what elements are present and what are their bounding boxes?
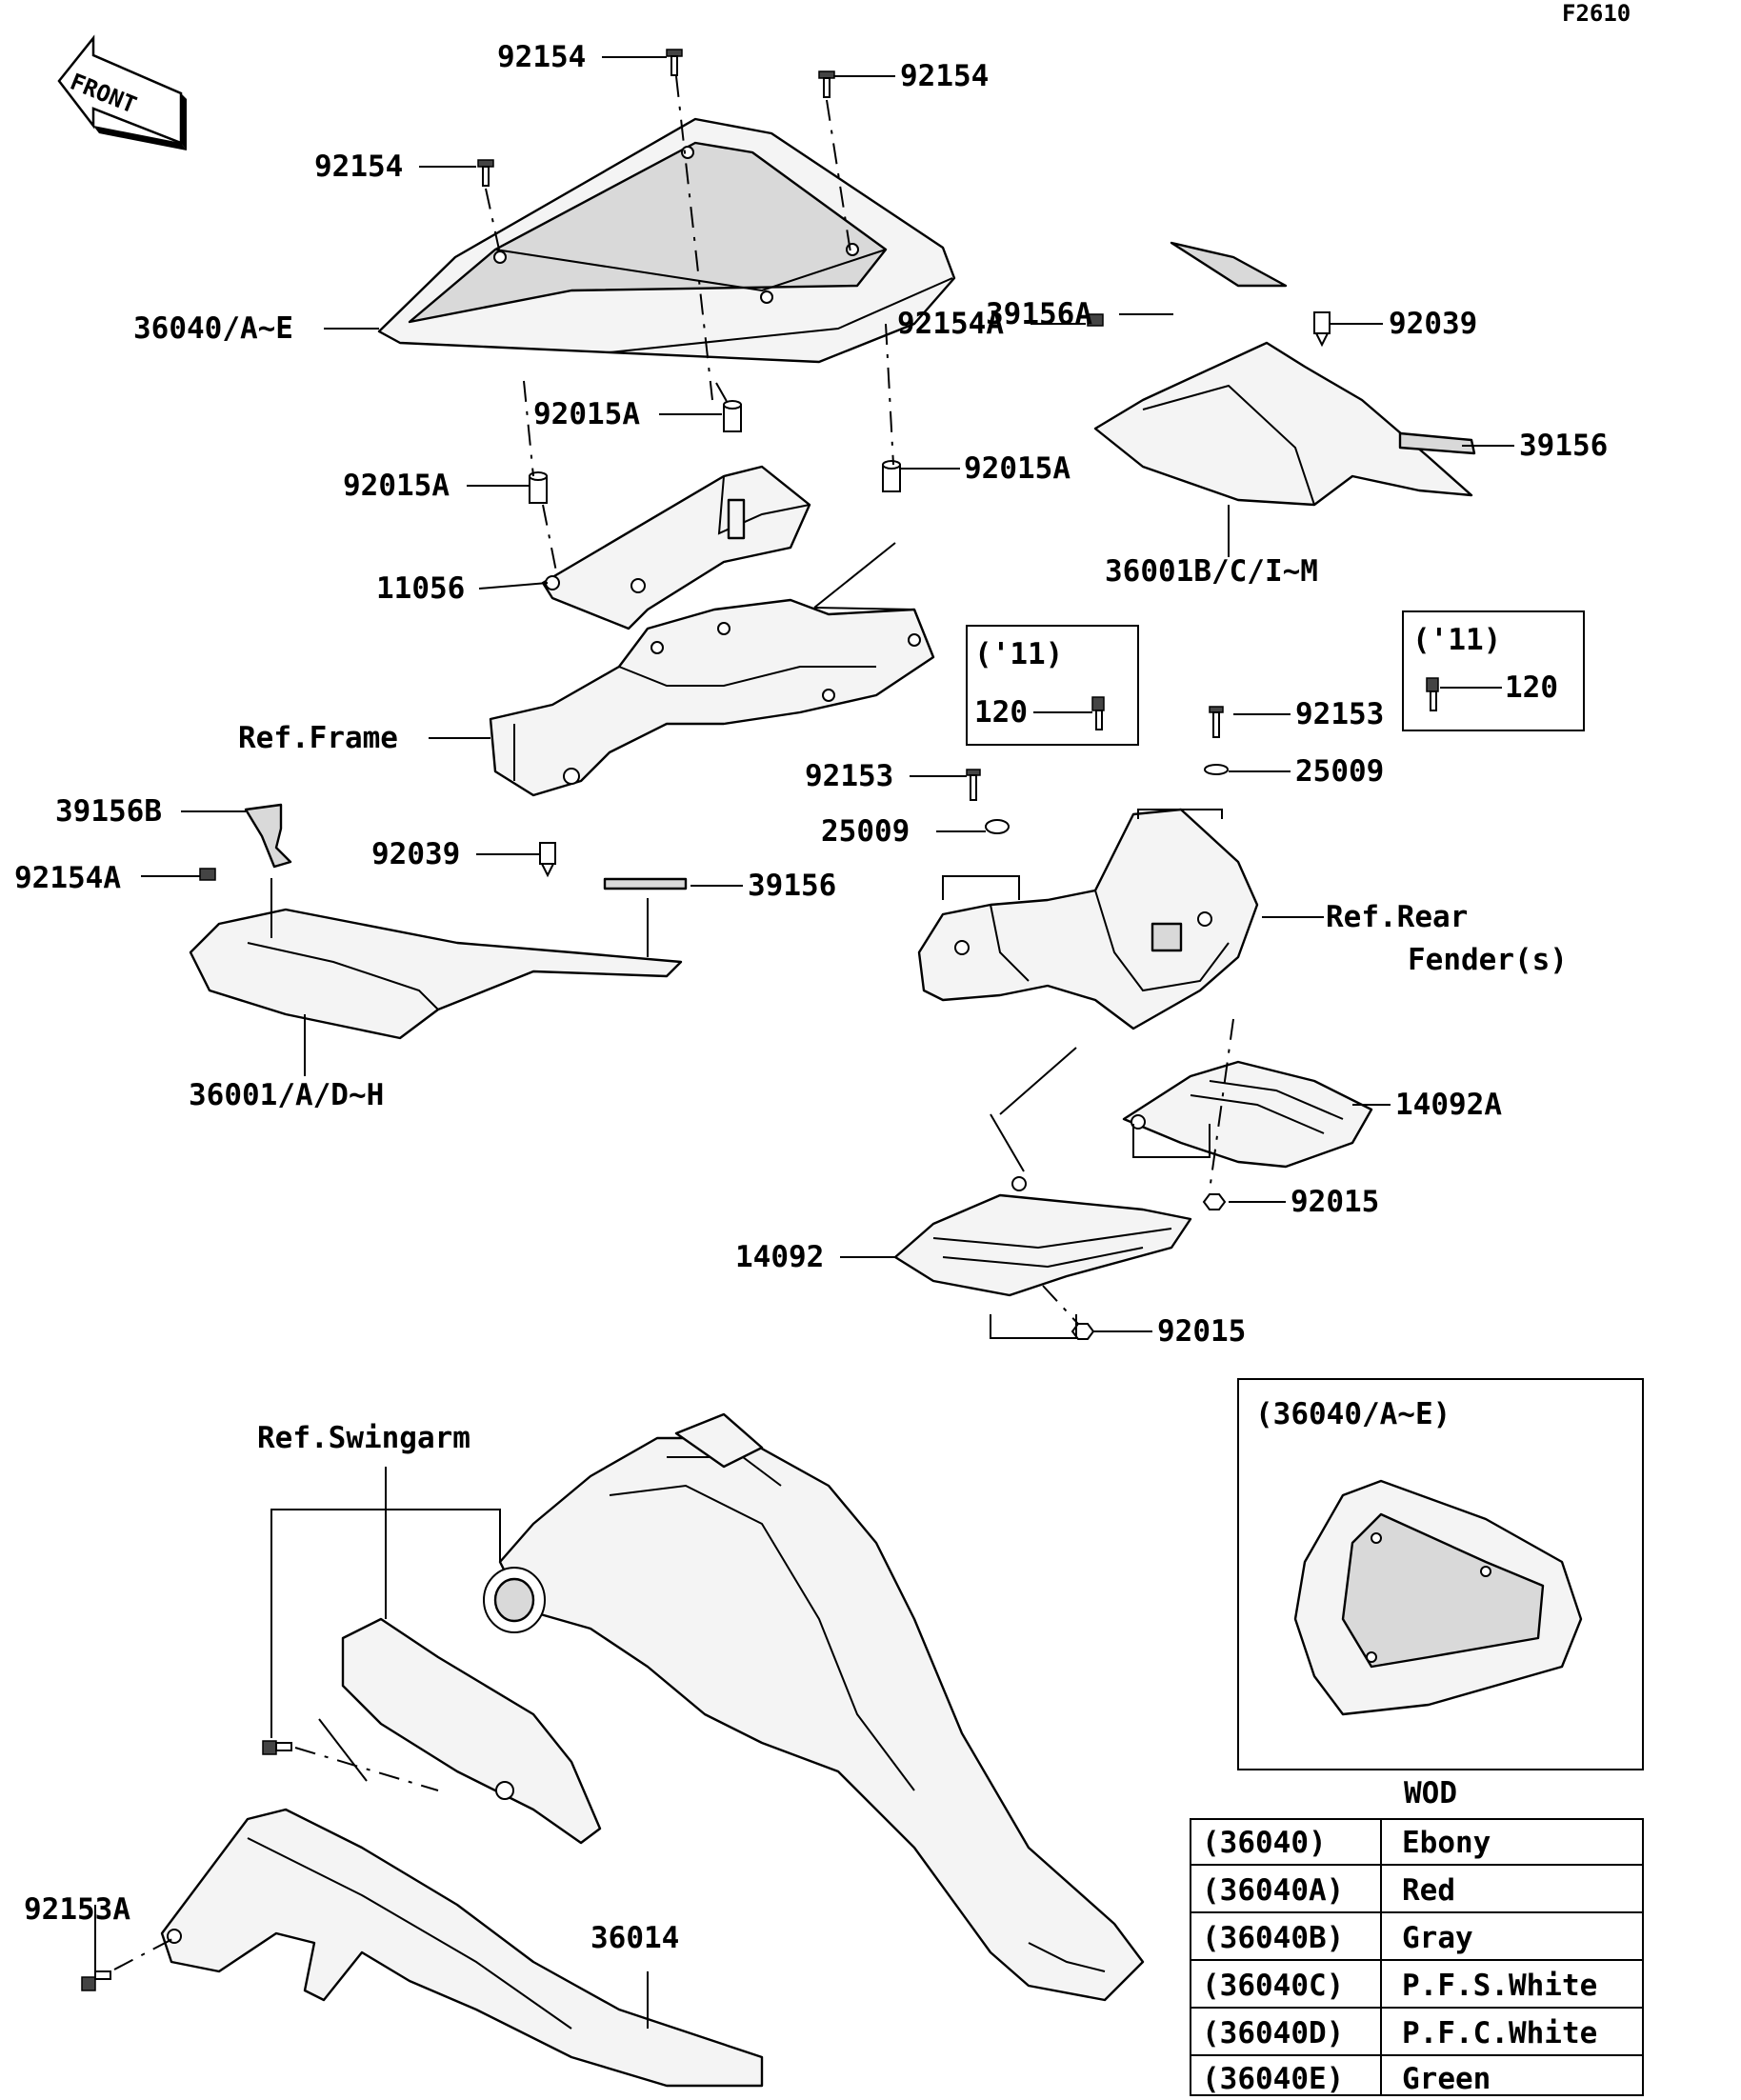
svg-text:120: 120 <box>1505 670 1558 705</box>
label-92039-left: 92039 <box>371 837 460 871</box>
rear-fender <box>917 808 1259 1030</box>
screw-icon <box>1209 706 1224 738</box>
collar-icon <box>723 400 742 432</box>
svg-text:(36040E): (36040E) <box>1202 2062 1344 2096</box>
label-ref-rear-fender-2: Fender(s) <box>1408 943 1568 977</box>
label-92154A-top: 92154A <box>897 307 1004 341</box>
svg-text:Ebony: Ebony <box>1402 1826 1491 1860</box>
label-92015A-left: 92015A <box>343 469 450 503</box>
label-92153A: 92153A <box>24 1892 130 1927</box>
screw-icon <box>1091 696 1105 730</box>
label-25009-right: 25009 <box>1295 754 1384 789</box>
label-92153-right: 92153 <box>1295 697 1384 731</box>
chain-guard <box>341 1617 602 1845</box>
side-cover-right-36001B <box>1093 241 1476 507</box>
front-arrow-icon: FRONT <box>57 34 187 150</box>
svg-text:120: 120 <box>974 695 1028 730</box>
screw-icon <box>262 1740 292 1755</box>
label-92015-upper: 92015 <box>1291 1185 1379 1219</box>
svg-text:(36040D): (36040D) <box>1202 2016 1344 2050</box>
year-box-right: ('11) 120 <box>1402 610 1585 731</box>
label-14092A: 14092A <box>1395 1088 1502 1122</box>
screw-icon <box>477 159 494 187</box>
label-36040: 36040/A~E <box>133 311 293 346</box>
cover-14092 <box>893 1176 1192 1297</box>
screw-icon <box>1426 677 1439 711</box>
label-92153-mid: 92153 <box>805 759 893 793</box>
svg-text:P.F.C.White: P.F.C.White <box>1402 2016 1597 2050</box>
label-92039-top: 92039 <box>1389 307 1477 341</box>
table-row: (36040) Ebony <box>1202 1826 1491 1860</box>
label-ref-frame: Ref.Frame <box>238 721 398 755</box>
svg-text:(36040C): (36040C) <box>1202 1969 1344 2003</box>
label-11056: 11056 <box>376 571 465 606</box>
swingarm <box>483 1412 1145 2002</box>
label-92154-top: 92154 <box>497 40 586 74</box>
label-36001: 36001/A/D~H <box>189 1078 384 1112</box>
label-ref-swingarm: Ref.Swingarm <box>257 1421 470 1455</box>
screw-icon <box>539 842 556 878</box>
svg-text:(36040A): (36040A) <box>1202 1873 1344 1908</box>
label-25009-mid: 25009 <box>821 814 910 849</box>
color-table: WOD (36040) Ebony (36040A) Red (36040B) Gra… <box>1190 1776 1644 2096</box>
label-39156A: 39156A <box>986 297 1092 331</box>
screw-icon <box>966 769 981 801</box>
label-39156-top: 39156 <box>1519 429 1608 463</box>
nut-icon <box>1202 1193 1227 1210</box>
table-row: (36040A) Red <box>1202 1873 1455 1908</box>
svg-text:(36040B): (36040B) <box>1202 1921 1344 1955</box>
svg-text:('11): ('11) <box>1412 623 1501 657</box>
label-39156B: 39156B <box>55 794 162 829</box>
svg-text:P.F.S.White: P.F.S.White <box>1402 1969 1597 2003</box>
year-box-left: ('11) 120 <box>966 625 1139 746</box>
svg-text:('11): ('11) <box>974 637 1063 671</box>
washer-icon <box>985 819 1010 834</box>
table-row: (36040C) P.F.S.White <box>1202 1969 1597 2003</box>
screw-icon <box>1313 311 1331 348</box>
svg-text:(36040/A~E): (36040/A~E) <box>1255 1397 1451 1431</box>
screw-icon <box>1087 313 1104 327</box>
svg-text:(36040): (36040) <box>1202 1826 1327 1860</box>
washer-icon <box>1204 764 1229 775</box>
screw-icon <box>666 49 683 76</box>
svg-text:WOD: WOD <box>1404 1776 1457 1810</box>
label-14092: 14092 <box>735 1240 824 1274</box>
label-92154-right: 92154 <box>900 59 989 93</box>
label-92015A-mid: 92015A <box>533 397 640 431</box>
screw-icon <box>199 868 216 881</box>
nut-icon <box>1071 1323 1095 1340</box>
table-row: (36040B) Gray <box>1202 1921 1473 1955</box>
table-row: (36040D) P.F.C.White <box>1202 2016 1597 2050</box>
cover-14092A <box>1122 1060 1373 1169</box>
screw-icon <box>818 70 835 98</box>
collar-icon <box>882 460 901 492</box>
collar-icon <box>529 471 548 504</box>
svg-text:Gray: Gray <box>1402 1921 1473 1955</box>
label-92154A-left: 92154A <box>14 861 121 895</box>
svg-text:Green: Green <box>1402 2062 1491 2096</box>
label-ref-rear-fender: Ref.Rear <box>1326 900 1468 934</box>
seat-cover-36040 <box>377 117 956 364</box>
label-39156-left: 39156 <box>748 869 836 903</box>
side-cover-left-36001 <box>189 803 688 1040</box>
rear-frame <box>489 598 935 797</box>
label-36001B: 36001B/C/I~M <box>1105 554 1318 589</box>
label-92015-lower: 92015 <box>1157 1314 1246 1349</box>
chain-cover-36014 <box>160 1808 764 2088</box>
label-92154-left: 92154 <box>314 150 403 184</box>
figure-code: F2610 <box>1562 0 1631 27</box>
label-36014: 36014 <box>590 1921 679 1955</box>
label-92015A-right: 92015A <box>964 451 1071 486</box>
svg-text:Red: Red <box>1402 1873 1455 1908</box>
inset-seat-cover: (36040/A~E) <box>1237 1378 1644 1770</box>
table-row: (36040E) Green <box>1202 2062 1491 2096</box>
